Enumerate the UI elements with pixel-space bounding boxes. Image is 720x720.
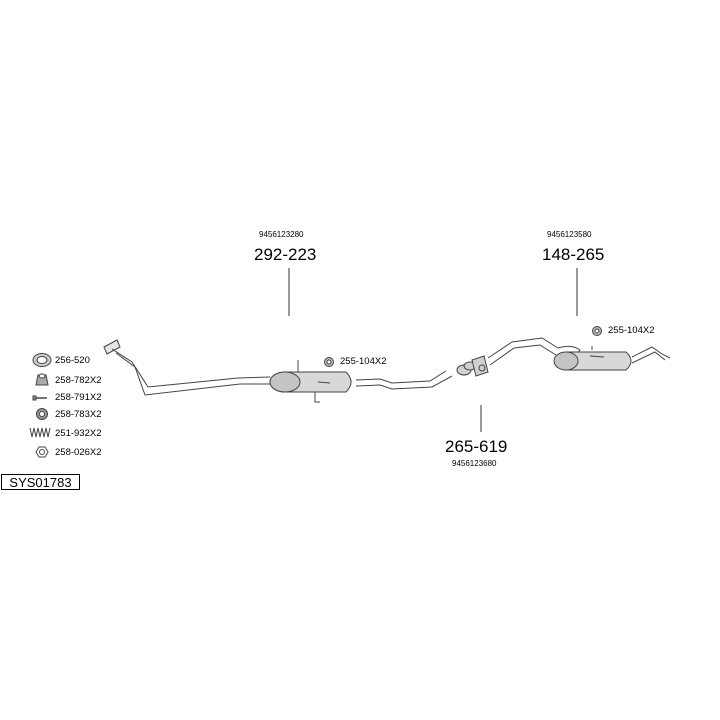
nut-icon	[35, 446, 49, 458]
part-number-148-265[interactable]: 148-265	[542, 245, 605, 264]
rubber-mount-icon	[35, 373, 49, 386]
fitting-label-mid-bracket[interactable]: 255-104X2	[340, 356, 387, 367]
legend-item-251-932x2[interactable]: 251-932X2	[55, 428, 102, 439]
center-clamp-assembly	[456, 355, 489, 377]
spring-icon	[29, 427, 51, 438]
bolt-icon	[32, 395, 47, 401]
bracket-icon	[324, 357, 334, 367]
fitting-label-rear-bracket[interactable]: 255-104X2	[608, 325, 655, 336]
gasket-ring-icon	[32, 353, 52, 367]
part-ref-292-223: 9456123280	[259, 230, 304, 239]
part-number-265-619[interactable]: 265-619	[445, 437, 508, 456]
rear-silencer-assembly	[487, 337, 671, 371]
part-number-292-223[interactable]: 292-223	[254, 245, 317, 264]
rubber-ring-icon	[36, 408, 48, 420]
front-pipe-assembly	[103, 339, 453, 403]
system-code-box: SYS01783	[1, 474, 80, 490]
part-ref-265-619: 9456123680	[452, 459, 497, 468]
legend-item-256-520[interactable]: 256-520	[55, 355, 90, 366]
legend-item-258-791x2[interactable]: 258-791X2	[55, 392, 102, 403]
legend-item-258-026x2[interactable]: 258-026X2	[55, 447, 102, 458]
legend-item-258-783x2[interactable]: 258-783X2	[55, 409, 102, 420]
bracket-icon	[592, 326, 602, 336]
legend-item-258-782x2[interactable]: 258-782X2	[55, 375, 102, 386]
part-ref-148-265: 9456123580	[547, 230, 592, 239]
